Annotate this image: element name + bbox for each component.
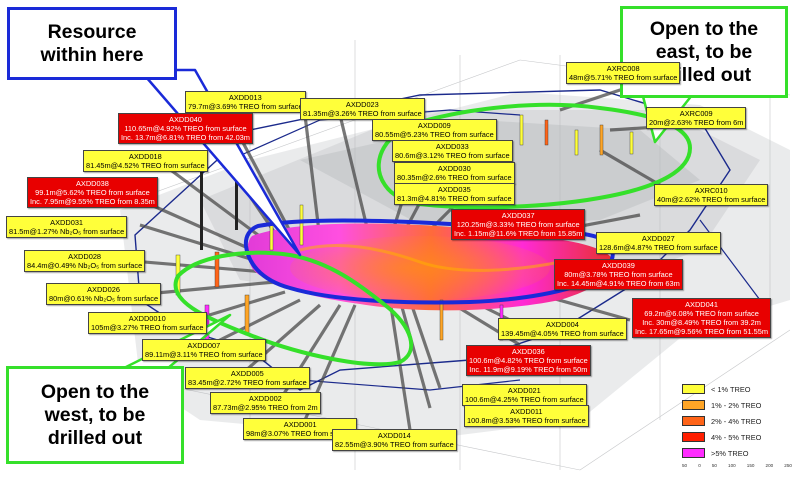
east-callout-line-1: Open to the [649, 17, 759, 40]
legend-label: 2% - 4% TREO [711, 417, 762, 426]
east-callout-line-3: drilled out [656, 63, 752, 86]
west-callout-line-2: west, to be [44, 403, 146, 426]
grade-legend: < 1% TREO 1% - 2% TREO 2% - 4% TREO 4% -… [672, 380, 794, 472]
legend-swatch [682, 432, 705, 442]
east-callout-line-2: east, to be [655, 40, 753, 63]
west-callout-line-3: drilled out [47, 426, 143, 449]
legend-swatch [682, 400, 705, 410]
legend-label: 1% - 2% TREO [711, 401, 762, 410]
resource-zone-outline [243, 218, 615, 305]
legend-swatch [682, 448, 705, 458]
legend-label: >5% TREO [711, 449, 749, 458]
scale-tick: 250 [784, 463, 792, 468]
legend-label: < 1% TREO [711, 385, 751, 394]
open-west-outline [173, 250, 414, 367]
scale-tick: 50 [682, 463, 688, 468]
scale-bar: 50 0 50 100 150 200 250 [682, 463, 792, 468]
resource-callout-line-1: Resource [47, 20, 137, 43]
scale-tick: 50 [711, 463, 717, 468]
resource-callout-line-2: within here [40, 43, 144, 66]
scale-tick: 0 [698, 463, 701, 468]
scale-tick: 200 [765, 463, 774, 468]
legend-label: 4% - 5% TREO [711, 433, 762, 442]
scale-tick: 100 [728, 463, 736, 468]
legend-swatch [682, 384, 705, 394]
west-callout-line-1: Open to the [40, 380, 150, 403]
legend-swatch [682, 416, 705, 426]
scale-tick: 150 [746, 463, 755, 468]
